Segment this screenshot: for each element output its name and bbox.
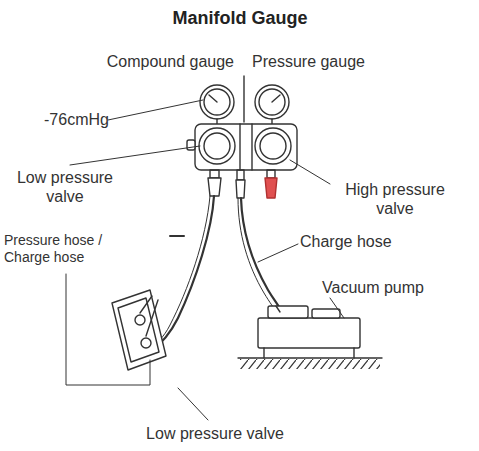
- low-pressure-knob: [199, 128, 235, 164]
- compound-gauge: [204, 89, 230, 115]
- vacuum-pump: [258, 306, 360, 358]
- compound-gauge: [200, 85, 234, 124]
- low-side-fitting: [208, 170, 221, 196]
- pressure-gauge: [255, 85, 289, 119]
- high-pressure-knob: [260, 133, 286, 159]
- leader-line: [66, 274, 150, 385]
- leader-line: [108, 100, 203, 120]
- high-pressure-knob: [255, 128, 291, 164]
- vacuum-pump: [263, 348, 264, 358]
- pressure-gauge: [272, 95, 280, 102]
- compound-gauge: [216, 119, 217, 124]
- low-side-fitting: [208, 178, 221, 196]
- high-side-fitting: [265, 178, 277, 198]
- service-valve-unit: [135, 315, 145, 325]
- manifold-body: [195, 124, 297, 170]
- compound-gauge: [209, 95, 217, 102]
- service-valve-unit: [141, 338, 151, 348]
- leader-line: [178, 388, 208, 420]
- service-valve-unit: [140, 296, 152, 313]
- part-label: Compound gauge: [107, 52, 234, 71]
- high-pressure-knob: [255, 128, 291, 164]
- ground-hatch: [238, 357, 382, 358]
- diagram-title: Manifold Gauge: [173, 8, 308, 30]
- center-fitting: [237, 170, 244, 180]
- manifold-body: [187, 124, 297, 170]
- leader-line: [290, 160, 330, 184]
- ground-hatch: [238, 358, 382, 369]
- reading-label: -76cmHg: [44, 110, 109, 129]
- manifold-stem: [243, 76, 244, 122]
- vacuum-pump: [268, 306, 308, 318]
- part-label: Charge hose: [300, 232, 392, 251]
- service-valve-unit: [112, 290, 166, 370]
- part-label: Low pressure valve: [6, 168, 124, 206]
- part-label: Pressure gauge: [252, 52, 365, 71]
- low-pressure-knob: [199, 128, 235, 164]
- manifold-body: [239, 124, 240, 170]
- low-side-fitting: [210, 170, 219, 178]
- manifold-body: [251, 124, 252, 170]
- service-valve-unit: [112, 290, 166, 370]
- vacuum-pump: [276, 306, 280, 312]
- pressure-gauge: [255, 85, 289, 124]
- vacuum-pump: [353, 348, 354, 358]
- high-side-fitting: [265, 170, 277, 198]
- leader-line: [70, 146, 200, 165]
- vacuum-pump: [312, 309, 340, 318]
- leader-line: [258, 244, 298, 262]
- leader-line: [66, 100, 344, 420]
- service-valve-unit: [118, 298, 159, 362]
- service-valve-unit: [146, 300, 158, 336]
- low-pressure-knob: [204, 133, 230, 159]
- compound-gauge: [200, 85, 234, 119]
- center-fitting: [236, 180, 245, 198]
- vacuum-pump: [258, 318, 360, 348]
- leader-line: [330, 298, 344, 318]
- pressure-gauge: [259, 89, 285, 115]
- part-label: Pressure hose / Charge hose: [4, 232, 122, 266]
- high-side-fitting: [267, 170, 275, 178]
- part-label: Vacuum pump: [322, 278, 424, 297]
- pressure-gauge: [271, 119, 272, 124]
- ground-hatch: [240, 359, 380, 369]
- center-fitting: [236, 170, 245, 198]
- part-label: High pressure valve: [326, 180, 464, 218]
- dash-mark: [170, 235, 184, 237]
- manifold-body: [187, 140, 195, 150]
- part-label: Low pressure valve: [146, 424, 284, 443]
- charge-hose: [238, 198, 277, 313]
